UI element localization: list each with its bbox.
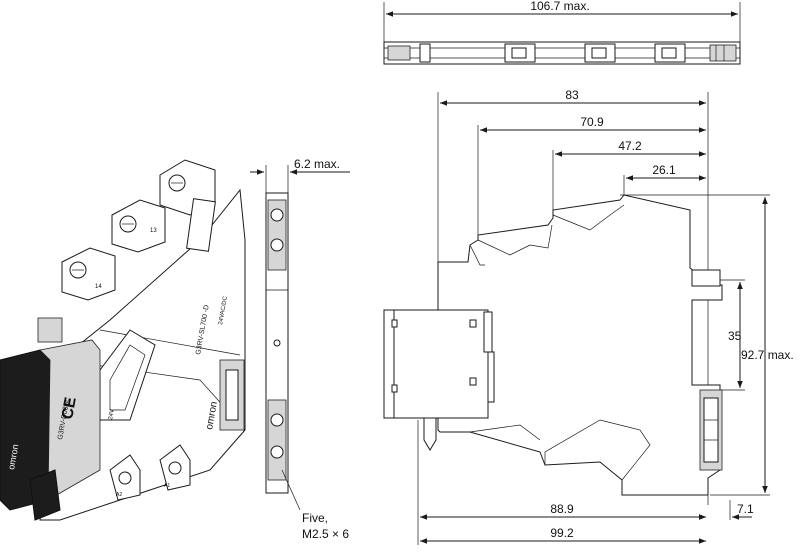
marking-brand: omron: [204, 401, 220, 431]
screw-note-line1: Five,: [302, 511, 328, 525]
dim-7-1: 7.1: [737, 502, 754, 516]
dim-top-width: 106.7 max.: [530, 0, 589, 13]
terminal-label-a1: A1: [164, 483, 170, 489]
dim-83: 83: [565, 88, 579, 102]
dim-47-2: 47.2: [618, 139, 642, 153]
dim-70-9: 70.9: [580, 115, 604, 129]
marking-voltage: 24VAC/DC: [218, 295, 229, 325]
dim-side-width: 6.2 max.: [294, 157, 340, 171]
marking-24v: 24V: [108, 409, 116, 421]
terminal-label-13: 13: [150, 228, 157, 234]
dim-99-2: 99.2: [550, 526, 574, 540]
dim-26-1: 26.1: [652, 163, 676, 177]
front-view: 83 70.9 47.2 26.1 92.7 max. 35 88.9 99.2…: [383, 88, 794, 545]
dim-35: 35: [728, 329, 742, 343]
isometric-view: 13 14 G3RV-SL700 -D omron 24VAC/DC 24V A…: [0, 159, 246, 521]
relay-ce-mark: CE: [59, 396, 80, 421]
side-view: 6.2 max. Five, M2.5 × 6: [250, 157, 350, 541]
top-view: 106.7 max.: [383, 0, 741, 65]
terminal-label-14: 14: [95, 284, 102, 290]
terminal-label-a2: A2: [116, 492, 122, 498]
dim-88-9: 88.9: [550, 502, 574, 516]
relay-brand: omron: [6, 443, 20, 470]
screw-note-line2: M2.5 × 6: [302, 527, 349, 541]
dim-92-7: 92.7 max.: [741, 348, 794, 362]
